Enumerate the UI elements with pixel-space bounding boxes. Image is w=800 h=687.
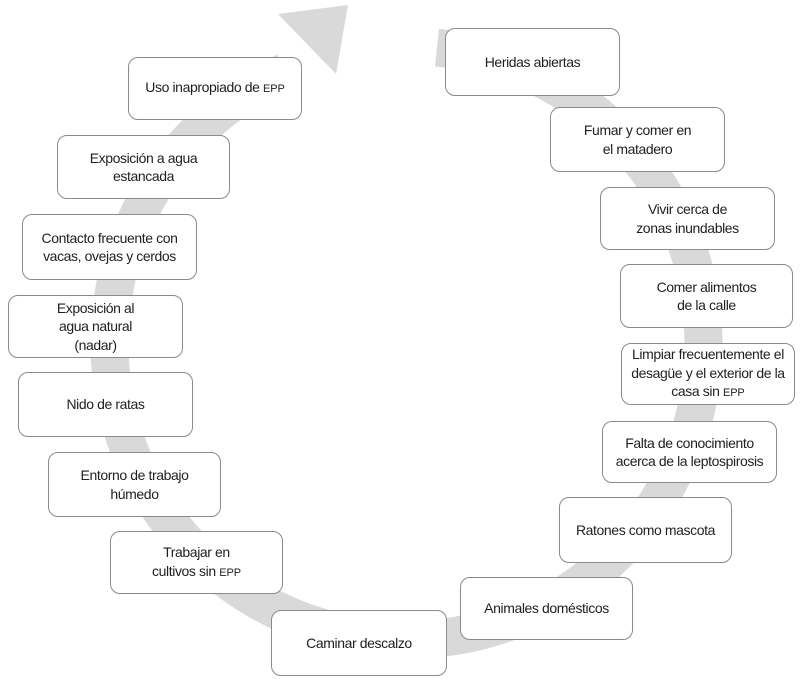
node-contacto-vacas-ovejas-cerdos: Contacto frecuente con vacas, ovejas y c… [22, 214, 197, 280]
node-ratones-como-mascota: Ratones como mascota [559, 497, 732, 563]
node-exposicion-agua-estancada: Exposición a agua estancada [57, 135, 230, 199]
node-exposicion-agua-natural: Exposición al agua natural (nadar) [8, 295, 183, 358]
node-label: Entorno de trabajo húmedo [80, 467, 189, 502]
node-label: Fumar y comer en el matadero [583, 122, 692, 157]
node-label: Exposición al agua natural (nadar) [56, 299, 135, 353]
node-label: Exposición a agua estancada [89, 149, 198, 185]
node-heridas-abiertas: Heridas abiertas [445, 28, 620, 96]
node-fumar-comer-matadero: Fumar y comer en el matadero [550, 107, 725, 172]
node-label: Comer alimentos de la calle [656, 278, 757, 314]
node-label: Contacto frecuente con vacas, ovejas y c… [41, 229, 178, 265]
node-label: Nido de ratas [66, 396, 145, 413]
node-label: Vivir cerca de zonas inundables [636, 201, 739, 236]
node-label: Uso inapropiado de EPP [145, 79, 285, 96]
node-trabajar-cultivos-sin-epp: Trabajar en cultivos sin EPP [110, 531, 283, 594]
node-uso-inapropiado-epp: Uso inapropiado de EPP [128, 57, 302, 120]
node-falta-conocimiento: Falta de conocimiento acerca de la lepto… [602, 421, 777, 483]
node-comer-alimentos-calle: Comer alimentos de la calle [620, 264, 793, 328]
node-label: Ratones como mascota [575, 521, 716, 538]
node-label: Trabajar en cultivos sin EPP [152, 544, 241, 579]
node-vivir-zonas-inundables: Vivir cerca de zonas inundables [600, 187, 775, 250]
node-label: Caminar descalzo [306, 634, 412, 651]
node-limpiar-desague-sin-epp: Limpiar frecuentemente el desagüe y el e… [621, 343, 795, 405]
node-label: Falta de conocimiento acerca de la lepto… [615, 434, 764, 470]
node-caminar-descalzo: Caminar descalzo [271, 610, 447, 676]
cycle-arrow-head-icon [278, 5, 348, 74]
node-entorno-trabajo-humedo: Entorno de trabajo húmedo [48, 452, 221, 517]
node-nido-de-ratas: Nido de ratas [18, 372, 193, 437]
node-animales-domesticos: Animales domésticos [460, 577, 633, 640]
node-label: Limpiar frecuentemente el desagüe y el e… [631, 346, 785, 400]
node-label: Heridas abiertas [484, 53, 581, 70]
node-label: Animales domésticos [484, 600, 609, 617]
